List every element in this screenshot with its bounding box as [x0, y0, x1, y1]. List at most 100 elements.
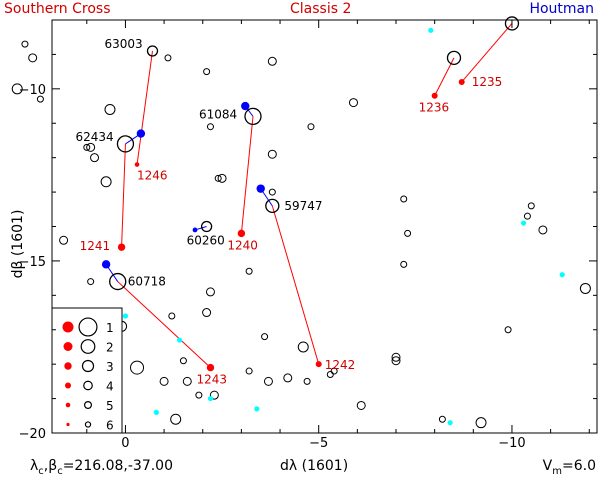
- modern-star: [303, 377, 311, 385]
- cyan-star: [447, 420, 453, 426]
- identification-line: [136, 50, 153, 165]
- matched-star: [256, 184, 265, 193]
- legend-magnitude-label: 5: [106, 399, 114, 413]
- modern-star: [391, 352, 401, 362]
- catalog-star: [458, 78, 465, 85]
- cyan-star: [559, 272, 565, 278]
- center-coordinates: λc,βc=216.08,-37.00: [30, 458, 173, 477]
- modern-star: [11, 83, 23, 95]
- star-labels: 1246630031241624341240610841243607181242…: [75, 37, 502, 387]
- legend-modern-marker: [83, 401, 92, 410]
- modern-label: 63003: [104, 37, 142, 51]
- modern-star: [267, 149, 277, 159]
- legend-catalog-marker: [62, 321, 74, 333]
- modern-star: [164, 54, 172, 62]
- modern-label: 60260: [187, 234, 225, 248]
- modern-star: [504, 326, 512, 334]
- cyan-star: [176, 337, 183, 343]
- legend-modern-marker: [84, 421, 92, 428]
- catalog-label: 1235: [472, 75, 503, 89]
- x-tick-label: −5: [309, 436, 328, 451]
- modern-star: [28, 53, 38, 63]
- legend-magnitude-label: 1: [106, 321, 114, 335]
- identified-modern-star: [146, 45, 159, 57]
- modern-star: [475, 417, 487, 429]
- modern-star: [400, 260, 408, 268]
- legend-magnitude-label: 2: [106, 341, 114, 355]
- y-tick-label: −10: [19, 83, 46, 98]
- modern-star: [87, 278, 95, 286]
- modern-star: [348, 98, 358, 108]
- modern-star: [579, 282, 591, 294]
- modern-star: [438, 415, 446, 423]
- modern-star: [159, 376, 169, 386]
- modern-star: [297, 341, 309, 353]
- identified-modern-star: [116, 135, 135, 153]
- cyan-star: [153, 409, 159, 415]
- modern-star: [205, 287, 215, 297]
- modern-star: [209, 390, 219, 400]
- modern-star: [36, 95, 44, 103]
- modern-star: [527, 202, 535, 210]
- modern-star: [130, 360, 145, 375]
- modern-star: [400, 195, 408, 203]
- x-tick-label: −10: [498, 436, 525, 451]
- x-tick-label: 0: [121, 436, 129, 451]
- identification-line: [271, 205, 320, 365]
- modern-label: 59747: [284, 199, 322, 213]
- modern-star: [245, 367, 253, 375]
- modern-star: [21, 40, 29, 48]
- catalog-label: 1240: [227, 238, 258, 252]
- legend-modern-marker: [78, 317, 98, 337]
- modern-star: [214, 174, 222, 182]
- modern-star: [203, 68, 211, 76]
- modern-star: [538, 225, 548, 235]
- modern-star: [404, 229, 412, 237]
- modern-star: [268, 188, 276, 196]
- catalog-star: [431, 92, 438, 99]
- modern-star: [206, 123, 214, 131]
- legend-catalog-marker: [66, 422, 70, 427]
- identified-modern-star: [109, 272, 127, 291]
- modern-star: [245, 267, 253, 275]
- legend-modern-marker: [81, 359, 95, 373]
- modern-star: [104, 103, 116, 115]
- modern-star: [267, 56, 277, 66]
- modern-star: [202, 308, 212, 318]
- legend-catalog-marker: [65, 402, 71, 408]
- matched-star: [192, 227, 198, 233]
- matched-star: [241, 101, 250, 111]
- modern-star: [100, 176, 112, 188]
- identification-line: [240, 116, 254, 234]
- y-axis-label: dβ (1601): [10, 209, 26, 279]
- catalog-star: [134, 162, 140, 167]
- legend-magnitude-label: 3: [106, 360, 114, 374]
- modern-star: [307, 123, 315, 131]
- modern-star: [523, 212, 531, 220]
- modern-star: [261, 333, 269, 341]
- axis-ticks: 0−5−10−10−15−20: [19, 20, 597, 451]
- catalog-star: [117, 243, 126, 251]
- header-right-label: Houtman: [529, 1, 594, 17]
- modern-star: [86, 142, 96, 152]
- cyan-star: [520, 220, 527, 226]
- cyan-star: [122, 313, 129, 319]
- modern-star: [168, 312, 176, 320]
- modern-label: 61084: [199, 107, 237, 121]
- modern-star: [391, 356, 401, 366]
- modern-star: [263, 376, 273, 386]
- identification-line: [461, 23, 513, 83]
- identified-modern-star: [244, 107, 262, 126]
- modern-star: [330, 367, 338, 375]
- matched-star: [101, 260, 111, 269]
- modern-label: 62434: [75, 130, 113, 144]
- modern-label: 60718: [128, 275, 166, 289]
- catalog-label: 1243: [196, 373, 227, 387]
- x-axis-label: dλ (1601): [280, 458, 349, 474]
- catalog-label: 1246: [137, 169, 168, 183]
- legend-magnitude-label: 6: [106, 419, 114, 433]
- y-tick-label: −20: [19, 427, 46, 442]
- modern-star: [90, 153, 100, 163]
